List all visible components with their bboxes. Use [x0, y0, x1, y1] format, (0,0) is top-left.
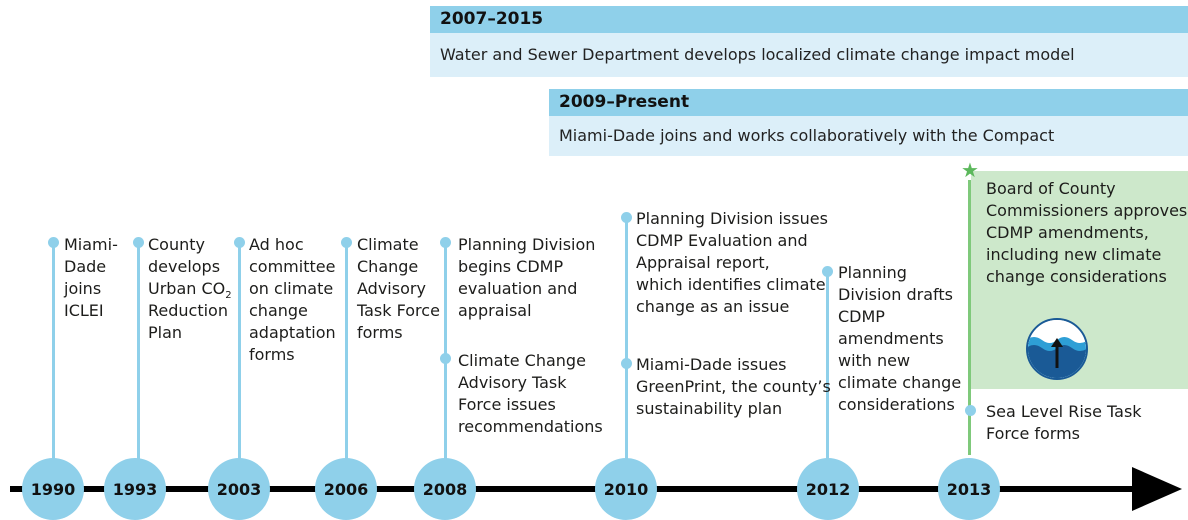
star-icon: ★	[961, 158, 979, 182]
year-2008: 2008	[414, 458, 476, 520]
event-marker	[440, 353, 451, 364]
event-marker	[621, 212, 632, 223]
timeline-stem-2006	[345, 241, 348, 461]
event-marker	[341, 237, 352, 248]
timeline-stem-2010	[625, 216, 628, 461]
timeline-stem-2013	[968, 180, 971, 455]
event-marker	[621, 358, 632, 369]
band-2009-present-description: Miami-Dade joins and works collaborative…	[549, 116, 1188, 156]
year-1990: 1990	[22, 458, 84, 520]
event-marker	[822, 266, 833, 277]
year-2010: 2010	[595, 458, 657, 520]
sea-level-rise-icon	[1026, 318, 1088, 380]
year-1993: 1993	[104, 458, 166, 520]
timeline-axis	[10, 486, 1145, 492]
timeline-stem-2012	[826, 270, 829, 461]
year-2003: 2003	[208, 458, 270, 520]
band-2007-2015-description: Water and Sewer Department develops loca…	[430, 33, 1188, 77]
event-1993: County develops Urban CO2 Reduction Plan	[148, 235, 232, 342]
timeline-stem-2008	[444, 241, 447, 461]
band-2009-present-heading: 2009–Present	[549, 89, 1188, 116]
event-marker	[234, 237, 245, 248]
event-marker	[133, 237, 144, 248]
band-2007-2015-heading: 2007–2015	[430, 6, 1188, 33]
event-marker	[440, 237, 451, 248]
timeline-arrow-icon	[1132, 467, 1182, 511]
event-marker	[965, 405, 976, 416]
timeline-stem-1990	[52, 241, 55, 461]
year-2012: 2012	[797, 458, 859, 520]
year-2013: 2013	[938, 458, 1000, 520]
year-2006: 2006	[315, 458, 377, 520]
timeline-stem-1993	[137, 241, 140, 461]
timeline-stem-2003	[238, 241, 241, 461]
event-marker	[48, 237, 59, 248]
